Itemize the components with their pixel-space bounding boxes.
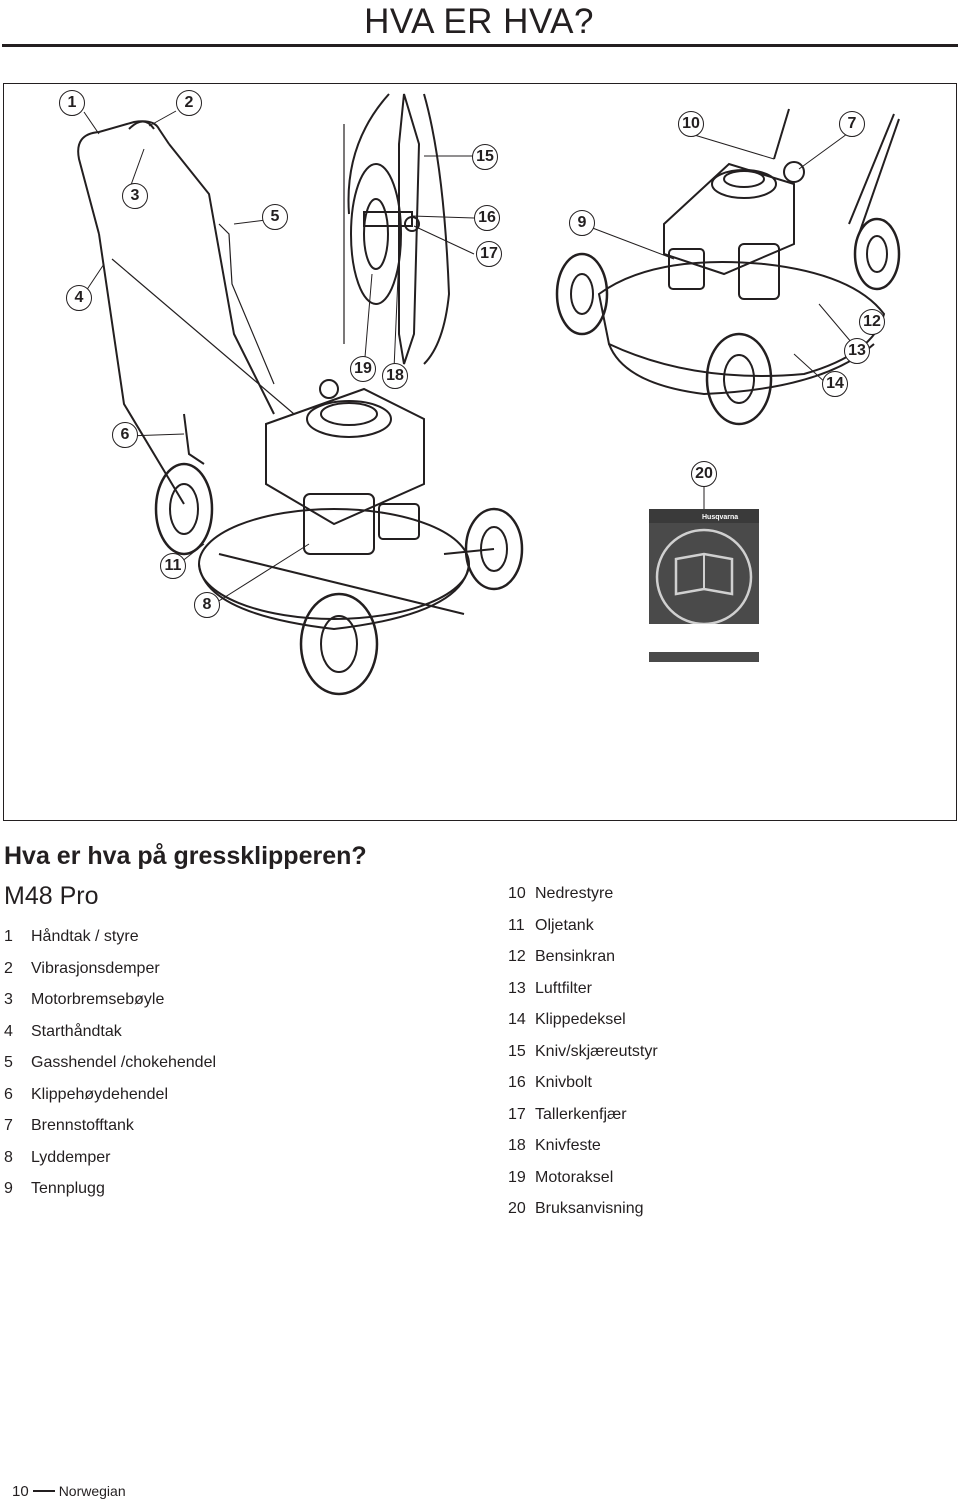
page-footer: 10 Norwegian [12,1483,126,1500]
list-item: 5 Gasshendel /chokehendel [4,1053,216,1085]
item-number: 16 [508,1074,526,1091]
list-item: 11 Oljetank [508,916,658,948]
item-number: 15 [508,1042,526,1060]
item-name: Nedrestyre [535,885,614,902]
item-name: Gasshendel /chokehendel [31,1054,217,1071]
footer-dash [32,1489,55,1492]
callout-9: 9 [569,210,595,236]
callout-7: 7 [839,111,865,137]
item-name: Motoraksel [535,1168,614,1186]
list-item: 10 Nedrestyre [508,884,658,916]
item-number: 17 [508,1105,526,1123]
item-name: Knivbolt [535,1074,592,1091]
item-name: Luftfilter [535,979,592,997]
list-item: 13 Luftfilter [508,979,658,1011]
list-item: 4 Starthåndtak [4,1022,216,1054]
item-name: Bruksanvisning [535,1200,644,1217]
list-item: 2 Vibrasjonsdemper [4,959,216,991]
item-number: 18 [508,1137,526,1154]
list-item: 8 Lyddemper [4,1148,216,1180]
callout-14: 14 [822,371,848,397]
callout-12: 12 [859,309,885,335]
list-item: 7 Brennstofftank [4,1116,216,1148]
item-name: Håndtak / styre [31,928,139,945]
manual-brand-text: Husqvarna [702,514,738,521]
item-number: 13 [508,979,526,997]
page-number: 10 [12,1483,29,1500]
item-name: Knivfeste [535,1137,601,1154]
model-name: M48 Pro [4,882,99,910]
callout-1: 1 [59,90,85,116]
item-name: Brennstofftank [31,1117,134,1134]
item-number: 10 [508,885,526,902]
item-name: Tennplugg [31,1180,105,1197]
item-name: Klippedeksel [535,1011,626,1028]
callout-20: 20 [691,461,717,487]
item-name: Bensinkran [535,948,616,965]
item-number: 8 [4,1148,13,1166]
list-item: 3 Motorbremsebøyle [4,990,216,1022]
page-header: HVA ER HVA? [0,0,960,47]
list-item: 19 Motoraksel [508,1168,658,1200]
mower-illustration: Husqvarna 1 2 3 4 5 6 7 8 9 10 11 12 13 … [3,83,957,821]
list-item: 12 Bensinkran [508,947,658,979]
item-name: Tallerkenfjær [535,1105,627,1123]
item-number: 14 [508,1011,526,1028]
item-name: Starthåndtak [31,1022,122,1040]
item-name: Oljetank [535,916,594,934]
item-number: 2 [4,959,13,977]
item-number: 4 [4,1022,13,1040]
callout-15: 15 [472,144,498,170]
callout-11: 11 [160,553,186,579]
item-number: 5 [4,1054,13,1071]
callout-18: 18 [382,363,408,389]
item-name: Vibrasjonsdemper [31,959,160,977]
item-number: 3 [4,991,13,1008]
list-item: 18 Knivfeste [508,1136,658,1168]
item-number: 9 [4,1180,13,1197]
list-item: 16 Knivbolt [508,1073,658,1105]
callout-3: 3 [122,183,148,209]
callout-10: 10 [678,111,704,137]
item-name: Klippehøydehendel [31,1085,168,1103]
callout-6: 6 [112,422,138,448]
list-item: 20 Bruksanvisning [508,1199,658,1231]
callout-4: 4 [66,285,92,311]
item-number: 6 [4,1085,13,1103]
item-name: Lyddemper [31,1148,111,1166]
callout-13: 13 [844,338,870,364]
footer-language: Norwegian [58,1483,126,1499]
item-name: Kniv/skjæreutstyr [535,1042,658,1060]
callout-16: 16 [474,205,500,231]
section-title: Hva er hva på gressklipperen? [4,842,367,870]
item-name: Motorbremsebøyle [31,991,165,1008]
list-item: 1 Håndtak / styre [4,927,216,959]
parts-list-right: 10 Nedrestyre 11 Oljetank 12 Bensinkran 13 L… [508,884,658,1231]
item-number: 19 [508,1168,526,1186]
item-number: 11 [508,916,525,934]
item-number: 20 [508,1200,526,1217]
list-item: 6 Klippehøydehendel [4,1085,216,1117]
callout-2: 2 [176,90,202,116]
list-item: 14 Klippedeksel [508,1010,658,1042]
item-number: 7 [4,1117,13,1134]
parts-list-left: 1 Håndtak / styre 2 Vibrasjonsdemper 3 Moto… [4,927,216,1211]
item-number: 1 [4,928,13,945]
mower-drawing: Husqvarna [77,93,901,696]
callout-8: 8 [194,592,220,618]
header-rule [2,44,958,47]
callout-19: 19 [350,356,376,382]
callout-5: 5 [262,204,288,230]
callout-17: 17 [476,241,502,267]
list-item: 15 Kniv/skjæreutstyr [508,1042,658,1074]
list-item: 9 Tennplugg [4,1179,216,1211]
list-item: 17 Tallerkenfjær [508,1105,658,1137]
item-number: 12 [508,948,526,965]
page-title: HVA ER HVA? [364,2,594,41]
